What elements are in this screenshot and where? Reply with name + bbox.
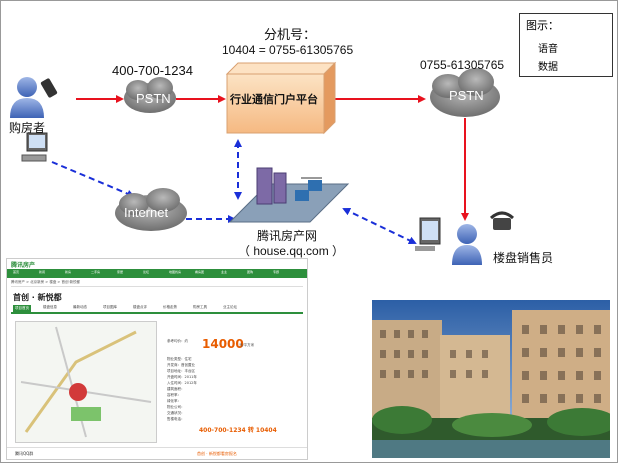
site-tabs: [11, 304, 303, 314]
site-tab[interactable]: 项目首页: [13, 305, 31, 312]
website-server-icon: [228, 167, 350, 223]
internet-cloud: [115, 188, 187, 231]
site-tab[interactable]: 价格走势: [163, 305, 177, 309]
extension-label: 分机号：: [264, 28, 317, 43]
hotline-number: 400-700-1234: [112, 63, 193, 78]
legend-voice-label: 语音: [538, 44, 558, 55]
site-url: （ house.qq.com ）: [238, 244, 345, 258]
legend-title: 图示：: [526, 19, 559, 32]
site-nav-item[interactable]: 二手房: [91, 270, 101, 274]
site-nav-item[interactable]: 家居: [117, 270, 124, 274]
site-map: [15, 321, 157, 443]
site-nav-item[interactable]: 新闻: [39, 270, 46, 274]
site-tab[interactable]: 最新动态: [73, 305, 87, 309]
site-info-row: 容积率：: [167, 393, 181, 397]
site-nav-item[interactable]: 团购: [247, 270, 254, 274]
sales-person-icon: [452, 224, 482, 265]
site-info-row: 建筑面积：: [167, 387, 185, 391]
site-logo: 腾讯房产: [11, 262, 36, 269]
pstn-cloud-right: [430, 68, 500, 117]
pstn-left-label: PSTN: [136, 91, 171, 106]
sales-label: 楼盘销售员: [493, 251, 554, 265]
site-info-row: 项目地址：丰台区: [167, 369, 195, 373]
buyer-computer-icon: [21, 132, 48, 162]
data-arrow-site-sales-computer: [342, 207, 417, 245]
platform-box: [225, 61, 337, 135]
site-price-unit: 元/平方米: [239, 343, 255, 347]
site-tab[interactable]: 楼盘信息: [43, 305, 57, 309]
site-name: 腾讯房产网: [257, 229, 318, 243]
site-footer-right: 首创 · 新悦都看房报名: [197, 451, 237, 456]
sales-phone-icon: [489, 211, 515, 230]
site-nav-item[interactable]: 新房: [65, 270, 72, 274]
site-breadcrumb: 腾讯房产 > 北京新房 > 楼盘 > 首创·新悦都: [11, 280, 303, 287]
site-info-row: 物业公司：: [167, 405, 185, 409]
site-nav-item[interactable]: 首页: [13, 270, 20, 274]
website-screenshot: 腾讯房产 首页 新闻 新房 二手房 家居 论坛 地图找房 看房团 业主 团购 专题 腾讯房产 > 北…: [6, 258, 308, 460]
internet-label: Internet: [124, 205, 169, 220]
site-price-label: 参考均价：约: [167, 339, 188, 343]
site-price: 14000: [202, 337, 244, 351]
extension-mapping: 10404 = 0755-61305765: [222, 43, 354, 57]
data-arrow-computer-internet: [51, 161, 135, 198]
platform-label: 行业通信门户平台: [230, 93, 318, 106]
building-photo: [372, 300, 610, 458]
site-nav: [7, 269, 307, 278]
site-tab[interactable]: 业主论坛: [223, 305, 237, 309]
developer-number: 0755-61305765: [420, 58, 505, 72]
site-project-title: 首创 · 新悦都: [13, 293, 62, 302]
site-info-row: 物业类型：住宅: [167, 357, 192, 361]
pstn-right-label: PSTN: [449, 88, 484, 103]
site-footer-left: 腾讯QQ群: [15, 451, 34, 456]
site-nav-item[interactable]: 看房团: [195, 270, 205, 274]
pstn-cloud-left: [124, 77, 176, 113]
sales-computer-icon: [415, 217, 441, 251]
site-info-row: 售楼电话：: [167, 417, 185, 421]
site-nav-item[interactable]: 论坛: [143, 270, 150, 274]
site-info-row: 开发商：首创置业: [167, 363, 195, 367]
site-tab[interactable]: 楼盘点评: [133, 305, 147, 309]
site-nav-item[interactable]: 地图找房: [169, 270, 182, 274]
site-info-row: 入住时间：2012年: [167, 381, 197, 385]
site-nav-item[interactable]: 专题: [273, 270, 280, 274]
buyer-person-icon: [10, 77, 58, 118]
site-nav-item[interactable]: 业主: [221, 270, 228, 274]
site-info-row: 开盘时间：2011年: [167, 375, 197, 379]
site-tab[interactable]: 购房工具: [193, 305, 207, 309]
legend: 图示： 语音 数据: [519, 13, 613, 77]
site-info-row: 绿化率：: [167, 399, 181, 403]
legend-data-label: 数据: [538, 62, 558, 73]
site-tab[interactable]: 项目图库: [103, 305, 117, 309]
site-phone: 400-700-1234 转 10404: [199, 427, 277, 434]
buyer-label: 购房者: [9, 121, 46, 135]
site-info-row: 交通状况：: [167, 411, 185, 415]
